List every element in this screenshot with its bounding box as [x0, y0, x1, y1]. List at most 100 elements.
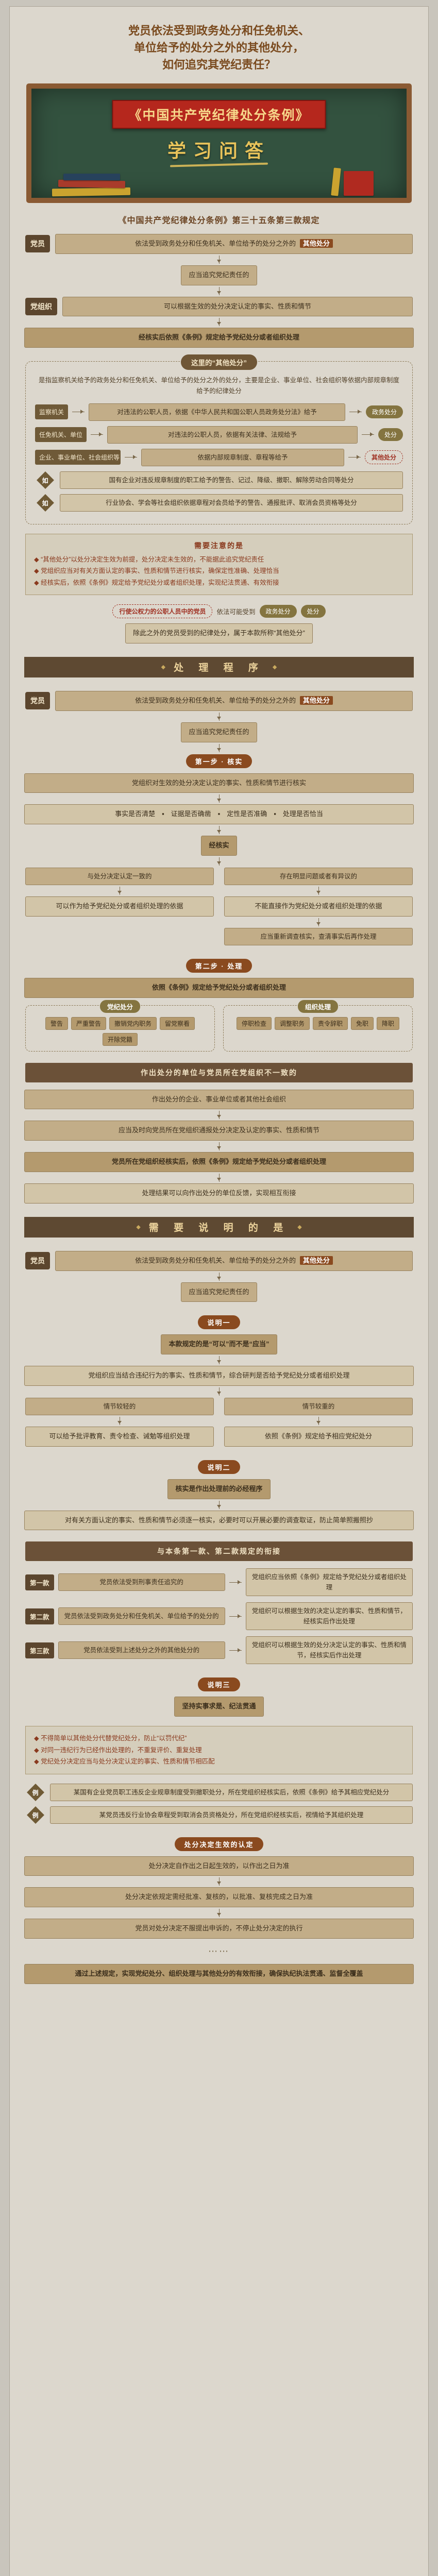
example-box: 行业协会、学会等社会组织依据章程对会员给予的警告、通报批评、取消会员资格等处分	[60, 494, 403, 512]
condition-box: 存在明显问题或者有异议的	[224, 867, 413, 885]
sanction-pill: 处分	[300, 605, 326, 618]
example-box: 某国有企业党员职工违反企业规章制度受到撤职处分，所在党组织经核实后，依照《条例》…	[50, 1783, 413, 1801]
branch-column: 与处分决定认定一致的 可以作为给予党纪处分或者组织处理的依据	[25, 867, 214, 945]
page-title: 党员依法受到政务处分和任免机关、 单位给予的处分之外的其他处分， 如何追究其党纪…	[24, 22, 414, 73]
note-pill: 说明三	[198, 1677, 240, 1692]
sanction-tag: 降职	[377, 1016, 400, 1030]
diamond-label: 如	[42, 499, 49, 507]
flow-branch: 情节较轻的 可以给予批评教育、责令检查、诫勉等组织处理 情节较重的 依照《条例》…	[25, 1397, 413, 1447]
example-row: 如 行业协会、学会等社会组织依据章程对会员给予的警告、通报批评、取消会员资格等处…	[35, 494, 403, 512]
flow-row: 党组织 可以根据生效的处分决定认定的事实、性质和情节	[25, 296, 413, 317]
flow-box-result: 依照《条例》规定给予党纪处分或者组织处理	[24, 977, 414, 998]
type-heading: 组织处理	[297, 999, 338, 1013]
branch-column: 情节较重的 依照《条例》规定给予相应党纪处分	[224, 1397, 413, 1447]
note-main: 本款规定的是“可以”而不是“应当”	[161, 1334, 277, 1355]
sanction-tag: 警告	[45, 1016, 68, 1030]
flow-box: 依法受到政务处分和任免机关、单位给予的处分之外的 其他处分	[55, 1250, 413, 1271]
flow-arrow	[217, 1142, 221, 1151]
sanction-tag: 停职检查	[236, 1016, 272, 1030]
flow-arrow	[316, 886, 321, 895]
chalk-underline	[170, 162, 268, 167]
sanction-tag: 责令辞职	[312, 1016, 348, 1030]
flow-arrow	[217, 318, 221, 327]
rule-heading: 《中国共产党纪律处分条例》第三十五条第三款规定	[118, 216, 320, 225]
sub-heading-bar: 与本条第一款、第二款规定的衔接	[25, 1541, 413, 1562]
sanction-tag: 免职	[351, 1016, 374, 1030]
page-title-line-3: 如何追究其党纪责任？	[162, 58, 276, 71]
branch-column: 情节较轻的 可以给予批评教育、责令检查、诫勉等组织处理	[25, 1397, 214, 1447]
flow-arrow	[316, 1416, 321, 1425]
flow-arrow	[217, 743, 221, 752]
flow-text: 依法受到政务处分和任免机关、单位给予的处分之外的	[135, 240, 296, 247]
clause-compare-row: 第三款 党员依法受到上述处分之外的其他处分的 党组织可以根据生效的处分决定认定的…	[25, 1636, 413, 1665]
subject-label: 企业、事业单位、社会组织等	[35, 450, 121, 465]
flow-box: 党组织对生效的处分决定认定的事实、性质和情节进行核实	[24, 773, 414, 793]
tag-list: 停职检查 调整职务 责令辞职 免职 降职	[229, 1016, 407, 1030]
flow-arrow	[217, 1111, 221, 1120]
note-item: ◆ 经核实后，依照《条例》规定给予党纪处分或者组织处理，实现纪法贯通、有效衔接	[34, 579, 279, 586]
actor-label-party-org: 党组织	[25, 297, 57, 315]
flow-box-checklist: 事实是否清楚 ▪ 证据是否确凿 ▪ 定性是否准确 ▪ 处理是否恰当	[24, 804, 414, 825]
highlight-term: 其他处分	[299, 239, 333, 248]
clause-case: 党员依法受到刑事责任追究的	[58, 1573, 225, 1591]
subject-label: 任免机关、单位	[35, 427, 87, 443]
flow-box: 应当追究党纪责任的	[181, 1282, 257, 1302]
flow-arrow	[229, 1580, 242, 1584]
step-pill: 第一步 · 核实	[186, 754, 252, 768]
condition-box: 情节较轻的	[25, 1397, 214, 1415]
example-diamond-icon: 如	[37, 471, 54, 489]
flow-branch: 与处分决定认定一致的 可以作为给予党纪处分或者组织处理的依据 存在明显问题或者有…	[25, 867, 413, 945]
clause-compare-row: 第一款 党员依法受到刑事责任追究的 党组织应当依照《条例》规定给予党纪处分或者组…	[25, 1568, 413, 1597]
flow-arrow	[217, 1272, 221, 1281]
example-row: 例 某国有企业党员职工违反企业规章制度受到撤职处分，所在党组织经核实后，依照《条…	[25, 1783, 413, 1801]
flow-arrow	[229, 1648, 242, 1652]
example-diamond-icon: 例	[27, 1783, 44, 1801]
sanction-tag: 留党察看	[160, 1016, 195, 1030]
flow-text: 依法受到政务处分和任免机关、单位给予的处分之外的	[135, 1256, 296, 1264]
note-item: ◆ 党组织应当对有关方面认定的事实、性质和情节进行核实，确保定性准确、处理恰当	[34, 567, 279, 575]
main-content: 党员依法受到政务处分和任免机关、 单位给予的处分之外的其他处分， 如何追究其党纪…	[24, 16, 414, 2576]
result-box: 不能直接作为党纪处分或者组织处理的依据	[224, 896, 413, 917]
clause-label: 第一款	[25, 1574, 54, 1590]
flow-arrow	[217, 1500, 221, 1509]
clause-label: 第二款	[25, 1608, 54, 1624]
highlight-term: 其他处分	[299, 1256, 333, 1265]
flow-box: 依法受到政务处分和任免机关、单位给予的处分之外的 其他处分	[55, 234, 413, 254]
flow-arrow	[217, 1387, 221, 1396]
book-icon	[331, 167, 341, 196]
note-item: ◆ 对同一违纪行为已经作出处理的，不重复评价、重复处理	[34, 1746, 202, 1754]
compare-row: 企业、事业单位、社会组织等 依据内部规章制度、章程等给予 其他处分	[35, 448, 403, 466]
note-main: 坚持实事求是、纪法贯通	[174, 1697, 264, 1717]
flow-arrow	[316, 918, 321, 926]
section-band-procedure: 处 理 程 序	[24, 656, 414, 677]
flow-arrow	[217, 857, 221, 866]
flow-row: 党员 依法受到政务处分和任免机关、单位给予的处分之外的 其他处分	[25, 690, 413, 711]
book-icon	[63, 174, 120, 180]
flow-box: 应当及时向党员所在党组织通报处分决定及认定的事实、性质和情节	[24, 1121, 414, 1141]
note-pill: 说明二	[198, 1460, 240, 1474]
flow-box: 处分决定自作出之日起生效的，以作出之日为准	[24, 1856, 414, 1876]
flow-box: 可以根据生效的处分决定认定的事实、性质和情节	[62, 296, 413, 317]
actor-label-party-member: 党员	[25, 1252, 50, 1270]
example-box: 某党员违反行业协会章程受到取消会员资格处分，所在党组织经核实后，视情给予其组织处…	[50, 1806, 413, 1824]
note-item: ◆ “其他处分”以处分决定生效为前提，处分决定未生效的，不能据此追究党纪责任	[34, 555, 264, 563]
flow-box: 作出处分的企业、事业单位或者其他社会组织	[24, 1089, 414, 1110]
flow-arrow	[217, 1356, 221, 1365]
result-box: 可以给予批评教育、责令检查、诫勉等组织处理	[25, 1426, 214, 1447]
identity-tail: 除此之外的党员受到的纪律处分，属于本款所称“其他处分”	[125, 623, 313, 643]
sanction-pill: 政务处分	[259, 605, 297, 618]
sub-heading-bar: 作出处分的单位与党员所在党组织不一致的	[25, 1062, 413, 1082]
flow-box: 应当追究党纪责任的	[181, 722, 257, 742]
clause-label: 第三款	[25, 1642, 54, 1658]
clause-result: 党组织应当依照《条例》规定给予党纪处分或者组织处理	[245, 1568, 413, 1597]
note-title: 需要注意的是	[194, 541, 244, 550]
actor-label-party-member: 党员	[25, 692, 50, 710]
explainer-desc: 是指监察机关给予的政务处分和任免机关、单位给予的处分之外的处分，主要是企业、事业…	[38, 377, 399, 395]
example-diamond-icon: 例	[27, 1806, 44, 1824]
flow-box: 处理结果可以向作出处分的单位反馈，实现相互衔接	[24, 1183, 414, 1204]
flow-row: 党员 依法受到政务处分和任免机关、单位给予的处分之外的 其他处分	[25, 1250, 413, 1271]
flow-text: 依法受到政务处分和任免机关、单位给予的处分之外的	[135, 696, 296, 704]
flow-row: 党员 依法受到政务处分和任免机关、单位给予的处分之外的 其他处分	[25, 234, 413, 254]
flow-arrow	[217, 794, 221, 803]
flow-arrow	[91, 432, 104, 437]
